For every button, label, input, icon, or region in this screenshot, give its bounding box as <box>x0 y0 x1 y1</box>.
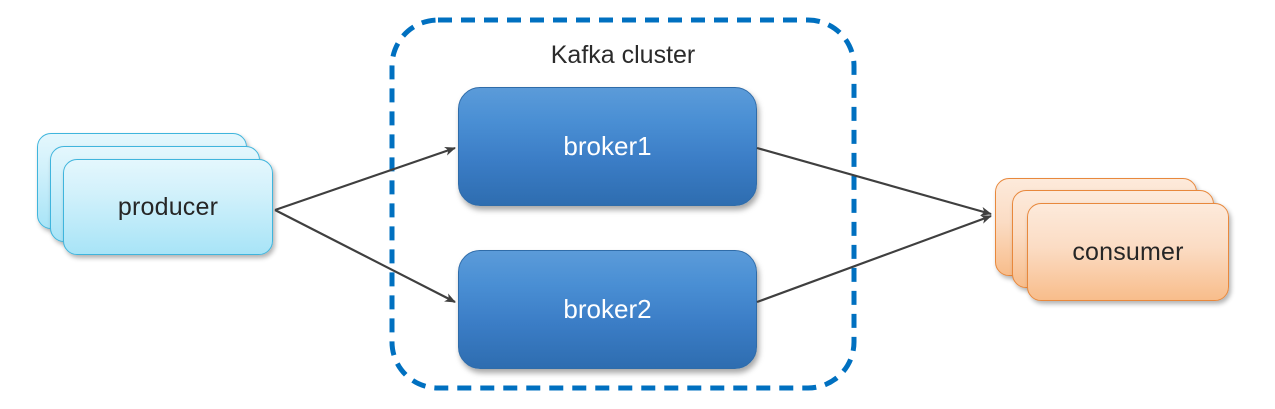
kafka-cluster-dashed-border <box>389 17 857 391</box>
broker2-node[interactable]: broker2 <box>458 250 757 369</box>
broker1-label: broker1 <box>563 131 652 161</box>
producer-card-front[interactable]: producer <box>63 159 273 255</box>
arrow-producer-to-broker1 <box>274 146 456 212</box>
consumer-label: consumer <box>1072 237 1184 266</box>
consumer-card-front[interactable]: consumer <box>1027 203 1229 301</box>
arrow-broker2-to-consumer <box>756 214 992 304</box>
broker2-label: broker2 <box>563 294 652 324</box>
flow-arrows <box>274 146 992 304</box>
kafka-cluster-title: Kafka cluster <box>550 41 696 69</box>
producer-label: producer <box>117 192 219 221</box>
broker1-node[interactable]: broker1 <box>458 87 757 206</box>
arrow-broker1-to-consumer <box>756 146 992 216</box>
arrow-producer-to-broker2 <box>274 209 456 303</box>
